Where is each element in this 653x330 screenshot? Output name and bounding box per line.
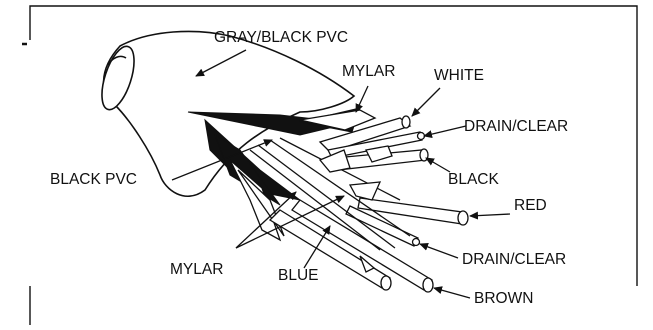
label-brown: BROWN (474, 290, 533, 307)
labels: GRAY/BLACK PVC MYLAR WHITE DRAIN/CLEAR B… (50, 29, 568, 307)
label-drain-clear-top: DRAIN/CLEAR (464, 118, 568, 135)
label-white: WHITE (434, 67, 484, 84)
leader-gray-black-pvc (195, 49, 247, 77)
label-blue: BLUE (278, 267, 319, 284)
leader-black (425, 157, 451, 173)
label-mylar-top: MYLAR (342, 63, 395, 80)
frame (22, 5, 638, 325)
leader-drain-bottom (419, 243, 459, 259)
label-gray-black-pvc: GRAY/BLACK PVC (214, 29, 348, 46)
leader-brown (433, 286, 471, 299)
leaders (171, 49, 511, 299)
label-black: BLACK (448, 171, 499, 188)
leader-blue (303, 225, 331, 269)
label-drain-clear-bottom: DRAIN/CLEAR (462, 251, 566, 268)
leader-mylar-top (355, 85, 369, 113)
leader-red (469, 211, 511, 220)
label-mylar-bottom: MYLAR (170, 261, 223, 278)
leader-drain-top (423, 125, 467, 139)
label-black-pvc: BLACK PVC (50, 171, 137, 188)
label-red: RED (514, 197, 547, 214)
leader-mylar-bottom-b (235, 195, 345, 249)
wires (249, 115, 469, 293)
leader-mylar-bottom-a (235, 191, 297, 249)
leader-white (411, 87, 441, 117)
leader-black-pvc (171, 139, 273, 181)
